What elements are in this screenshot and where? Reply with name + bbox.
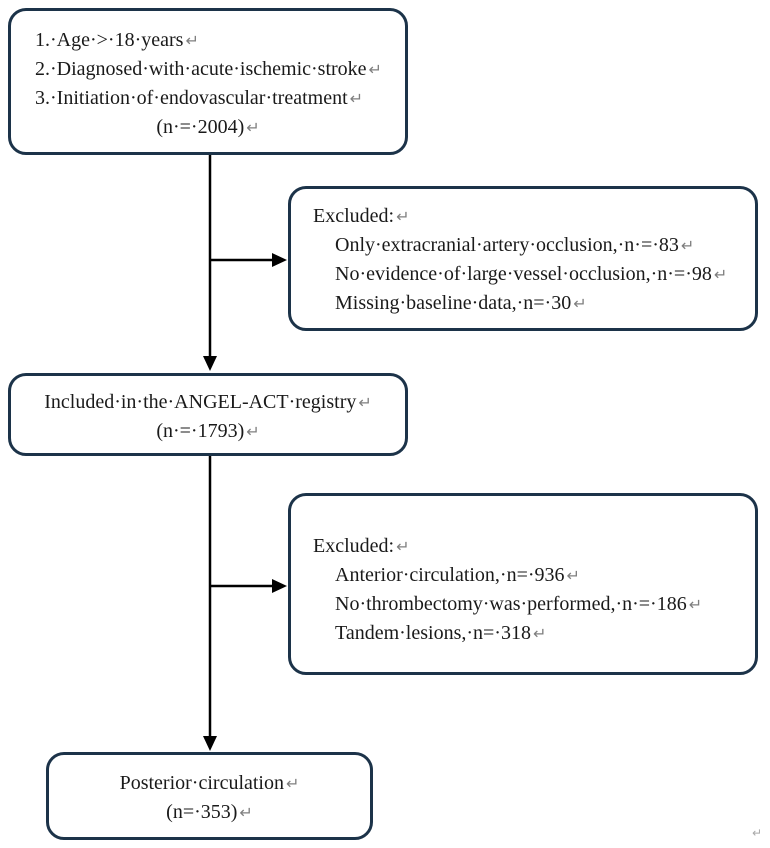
excluded-title-text: Excluded:	[313, 535, 395, 557]
connector-criteria-to-included	[203, 155, 217, 371]
excluded-item-text: No·thrombectomy·was·performed,·n·=·186	[335, 593, 687, 615]
n-count: (n=·353)	[166, 801, 238, 823]
arrow-down-icon	[203, 736, 217, 751]
excluded-item: Only·extracranial·artery·occlusion,·n·=·…	[291, 231, 755, 260]
criteria-line: 3.·Initiation·of·endovascular·treatment↵	[11, 84, 405, 113]
n-count: (n·=·1793)	[156, 420, 245, 442]
criteria-line: 2.·Diagnosed·with·acute·ischemic·stroke↵	[11, 55, 405, 84]
return-mark-icon: ↵	[396, 537, 410, 556]
return-mark-icon: ↵	[368, 60, 382, 79]
excluded-item: Tandem·lesions,·n=·318↵	[291, 619, 755, 648]
box-included-registry: Included·in·the·ANGEL-ACT·registry↵ (n·=…	[8, 373, 408, 456]
box-excluded-second: Excluded:↵ Anterior·circulation,·n=·936↵…	[288, 493, 758, 675]
posterior-line: Posterior·circulation↵	[49, 769, 370, 798]
return-mark-icon: ↵	[358, 393, 372, 412]
box-posterior-circulation: Posterior·circulation↵ (n=·353)↵	[46, 752, 373, 840]
connector-branch-excluded2	[210, 579, 287, 593]
box-excluded-first: Excluded:↵ Only·extracranial·artery·occl…	[288, 186, 758, 331]
return-mark-icon: ↵	[239, 803, 253, 822]
connector-included-to-posterior	[203, 456, 217, 751]
arrow-right-icon	[272, 579, 287, 593]
return-mark-icon: ↵	[185, 31, 199, 50]
return-mark-icon: ↵	[396, 207, 410, 226]
excluded-item: No·thrombectomy·was·performed,·n·=·186↵	[291, 590, 755, 619]
excluded-title: Excluded:↵	[291, 202, 755, 231]
excluded-title: Excluded:↵	[291, 532, 755, 561]
criteria-line: 1.·Age·>·18·years↵	[11, 26, 405, 55]
return-mark-icon: ↵	[349, 89, 364, 108]
excluded-item-text: Tandem·lesions,·n=·318	[335, 622, 531, 644]
return-mark-icon: ↵	[688, 595, 703, 614]
excluded-item-text: Missing·baseline·data,·n=·30	[335, 292, 572, 314]
return-mark-icon: ↵	[573, 294, 587, 313]
box-inclusion-criteria: 1.·Age·>·18·years↵ 2.·Diagnosed·with·acu…	[8, 8, 408, 155]
excluded-title-text: Excluded:	[313, 205, 395, 227]
return-mark-icon: ↵	[246, 422, 260, 441]
posterior-n-line: (n=·353)↵	[49, 798, 370, 827]
criteria-line-text: 1.·Age·>·18·years	[35, 29, 184, 51]
included-line-text: Included·in·the·ANGEL-ACT·registry	[44, 391, 357, 413]
criteria-line-text: 3.·Initiation·of·endovascular·treatment	[35, 87, 348, 109]
excluded-item-text: Anterior·circulation,·n=·936	[335, 564, 565, 586]
return-mark-icon: ↵	[532, 624, 547, 643]
arrow-down-icon	[203, 356, 217, 371]
return-mark-icon: ↵	[713, 265, 728, 284]
excluded-item: Anterior·circulation,·n=·936↵	[291, 561, 755, 590]
return-mark-icon: ↵	[246, 118, 260, 137]
n-count: (n·=·2004)	[156, 116, 245, 138]
return-mark-icon: ↵	[680, 236, 695, 255]
excluded-item-text: No·evidence·of·large·vessel·occlusion,·n…	[335, 263, 712, 285]
connector-branch-excluded1	[210, 253, 287, 267]
trailing-return-mark-icon: ↵	[752, 826, 763, 840]
included-line: Included·in·the·ANGEL-ACT·registry↵	[11, 388, 405, 417]
excluded-item-text: Only·extracranial·artery·occlusion,·n·=·…	[335, 234, 679, 256]
posterior-line-text: Posterior·circulation	[119, 772, 284, 794]
criteria-n-line: (n·=·2004)↵	[11, 113, 405, 142]
excluded-item: No·evidence·of·large·vessel·occlusion,·n…	[291, 260, 755, 289]
return-mark-icon: ↵	[286, 774, 300, 793]
arrow-right-icon	[272, 253, 287, 267]
return-mark-icon: ↵	[566, 566, 580, 585]
criteria-line-text: 2.·Diagnosed·with·acute·ischemic·stroke	[35, 58, 367, 80]
included-n-line: (n·=·1793)↵	[11, 417, 405, 446]
excluded-item: Missing·baseline·data,·n=·30↵	[291, 289, 755, 318]
